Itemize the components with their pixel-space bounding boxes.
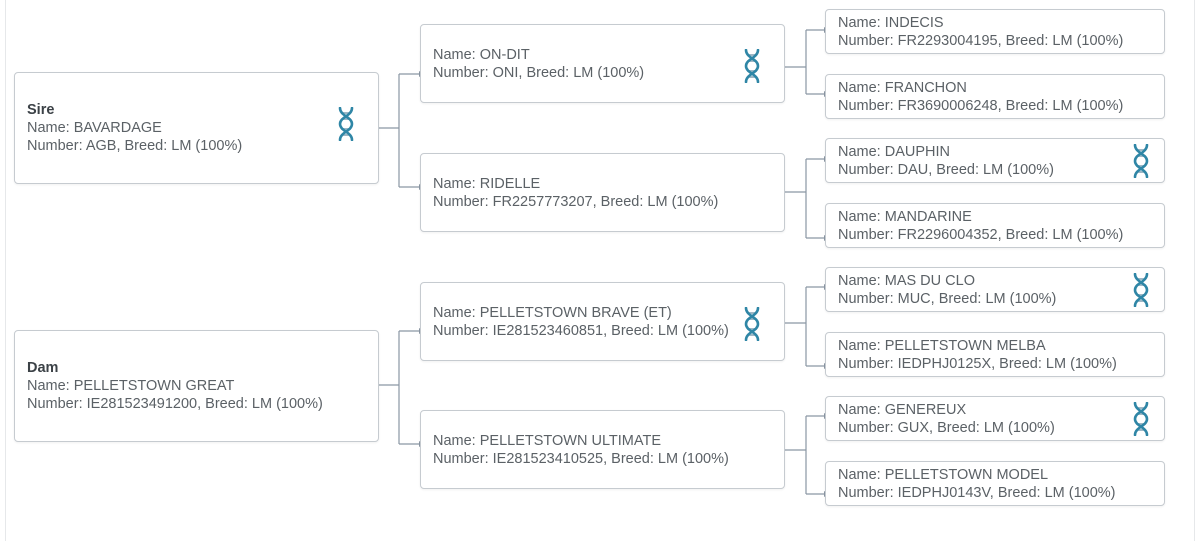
connector-on-dit: [783, 29, 824, 95]
ancestor-card[interactable]: Name: GENEREUX Number: GUX, Breed: LM (1…: [825, 396, 1165, 441]
dam-name: Name: PELLETSTOWN GREAT: [27, 378, 235, 394]
sire-sire-name: Name: ON-DIT: [433, 46, 530, 63]
ancestor-name: Name: GENEREUX: [838, 401, 967, 418]
dna-icon[interactable]: [1130, 144, 1152, 178]
ancestor-name: Name: DAUPHIN: [838, 143, 950, 160]
sire-role-label: Sire: [27, 102, 55, 118]
dna-icon[interactable]: [335, 107, 357, 141]
ancestor-number: Number: GUX, Breed: LM (100%): [838, 419, 1055, 436]
ancestor-card[interactable]: Name: MAS DU CLO Number: MUC, Breed: LM …: [825, 267, 1165, 312]
ancestor-name: Name: PELLETSTOWN MELBA: [838, 337, 1046, 354]
ancestor-number: Number: FR2296004352, Breed: LM (100%): [838, 226, 1124, 243]
dna-icon[interactable]: [1130, 402, 1152, 436]
ancestor-number: Number: DAU, Breed: LM (100%): [838, 161, 1054, 178]
connector-ridelle: [783, 158, 824, 239]
ancestor-name: Name: FRANCHON: [838, 79, 967, 96]
ancestor-name: Name: PELLETSTOWN MODEL: [838, 466, 1049, 483]
sire-dam-card[interactable]: Name: RIDELLE Number: FR2257773207, Bree…: [420, 153, 785, 232]
ancestor-name: Name: MAS DU CLO: [838, 272, 975, 289]
dna-icon[interactable]: [741, 307, 763, 341]
ancestor-card[interactable]: Name: PELLETSTOWN MODEL Number: IEDPHJ01…: [825, 461, 1165, 506]
ancestor-number: Number: IEDPHJ0143V, Breed: LM (100%): [838, 484, 1116, 501]
ancestor-card[interactable]: Name: PELLETSTOWN MELBA Number: IEDPHJ01…: [825, 332, 1165, 377]
dam-dam-number: Number: IE281523410525, Breed: LM (100%): [433, 450, 729, 467]
ancestor-name: Name: MANDARINE: [838, 208, 972, 225]
sire-sire-number: Number: ONI, Breed: LM (100%): [433, 64, 645, 81]
sire-number: Number: AGB, Breed: LM (100%): [27, 138, 243, 154]
dam-sire-number: Number: IE281523460851, Breed: LM (100%): [433, 322, 729, 339]
ancestor-number: Number: FR2293004195, Breed: LM (100%): [838, 32, 1124, 49]
connector-sire: [379, 73, 419, 188]
ancestor-card[interactable]: Name: MANDARINE Number: FR2296004352, Br…: [825, 203, 1165, 248]
dam-number: Number: IE281523491200, Breed: LM (100%): [27, 396, 323, 412]
sire-dam-number: Number: FR2257773207, Breed: LM (100%): [433, 193, 719, 210]
connector-dam: [379, 330, 419, 445]
sire-card[interactable]: Sire Name: BAVARDAGE Number: AGB, Breed:…: [14, 72, 379, 184]
dam-role-label: Dam: [27, 360, 59, 376]
ancestor-card[interactable]: Name: INDECIS Number: FR2293004195, Bree…: [825, 9, 1165, 54]
connector-brave: [783, 286, 824, 367]
pedigree-canvas: Sire Name: BAVARDAGE Number: AGB, Breed:…: [5, 0, 1195, 541]
dna-icon[interactable]: [741, 49, 763, 83]
dam-dam-name: Name: PELLETSTOWN ULTIMATE: [433, 432, 662, 449]
ancestor-number: Number: MUC, Breed: LM (100%): [838, 290, 1057, 307]
ancestor-card[interactable]: Name: DAUPHIN Number: DAU, Breed: LM (10…: [825, 138, 1165, 183]
dna-icon[interactable]: [1130, 273, 1152, 307]
ancestor-number: Number: FR3690006248, Breed: LM (100%): [838, 97, 1124, 114]
dam-card[interactable]: Dam Name: PELLETSTOWN GREAT Number: IE28…: [14, 330, 379, 442]
dam-sire-name: Name: PELLETSTOWN BRAVE (ET): [433, 304, 672, 321]
sire-name: Name: BAVARDAGE: [27, 120, 162, 136]
sire-sire-card[interactable]: Name: ON-DIT Number: ONI, Breed: LM (100…: [420, 24, 785, 103]
ancestor-name: Name: INDECIS: [838, 14, 944, 31]
connector-ultimate: [783, 415, 824, 495]
ancestor-number: Number: IEDPHJ0125X, Breed: LM (100%): [838, 355, 1117, 372]
dam-dam-card[interactable]: Name: PELLETSTOWN ULTIMATE Number: IE281…: [420, 410, 785, 489]
sire-dam-name: Name: RIDELLE: [433, 175, 541, 192]
ancestor-card[interactable]: Name: FRANCHON Number: FR3690006248, Bre…: [825, 74, 1165, 119]
dam-sire-card[interactable]: Name: PELLETSTOWN BRAVE (ET) Number: IE2…: [420, 282, 785, 361]
